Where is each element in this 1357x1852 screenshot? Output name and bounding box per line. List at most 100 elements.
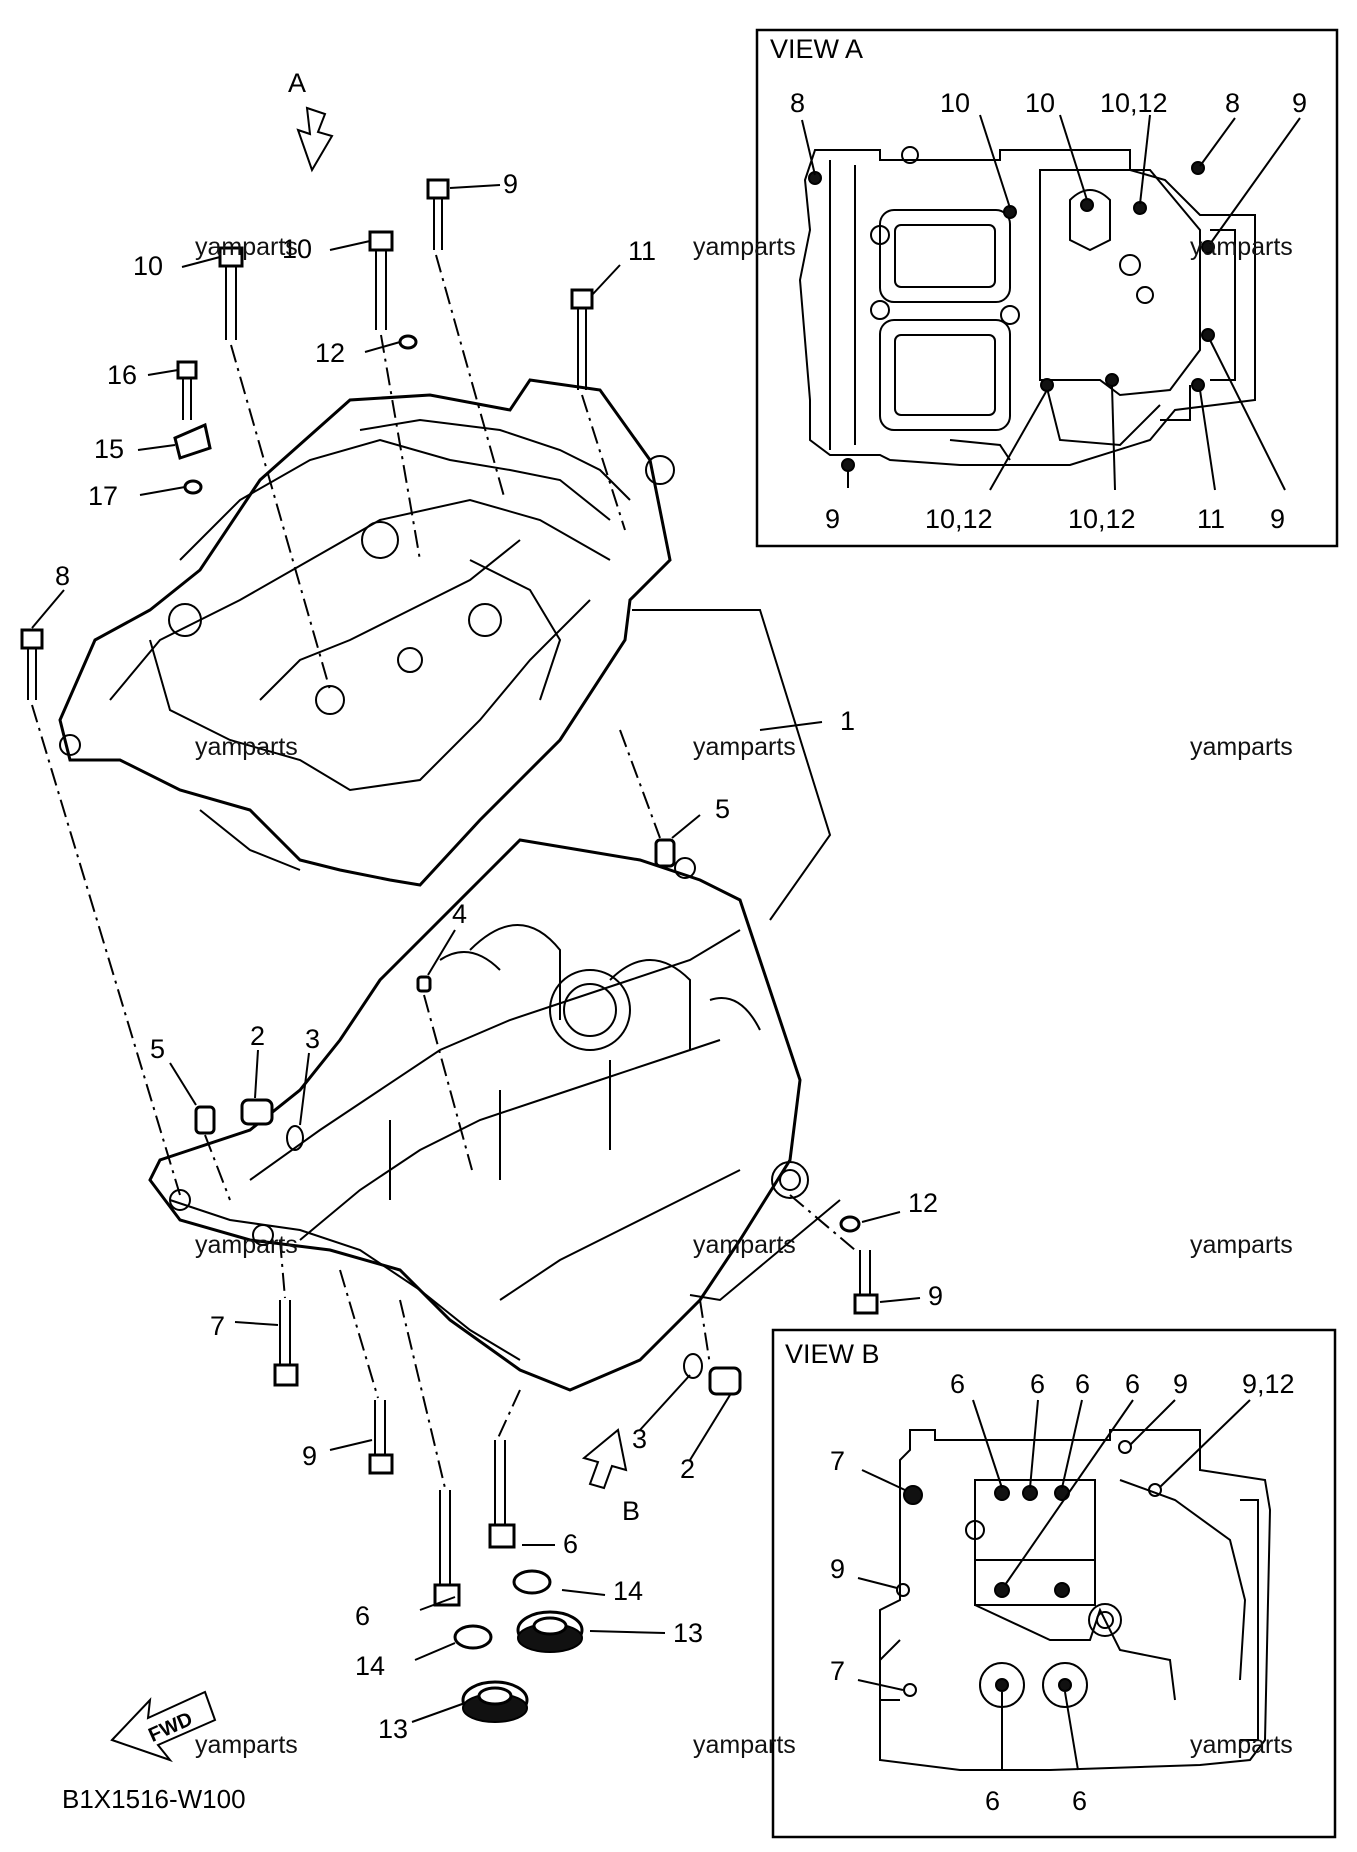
view-a-panel: VIEW A	[755, 28, 1339, 548]
view-b-label: 6	[1030, 1369, 1045, 1399]
seal-13-left	[461, 1680, 529, 1723]
svg-text:yamparts: yamparts	[195, 1231, 298, 1259]
bolt-11	[570, 288, 594, 390]
label-8: 8	[55, 561, 70, 591]
fwd-label: FWD	[145, 1708, 196, 1747]
svg-text:B: B	[622, 1496, 640, 1526]
washer-14-left	[453, 1624, 493, 1650]
view-b-label: 6	[985, 1786, 1000, 1816]
view-a-label: 11	[1197, 504, 1225, 534]
view-a-label: 9	[1270, 504, 1285, 534]
label-4: 4	[452, 899, 467, 929]
label-7: 7	[210, 1311, 225, 1341]
label-17: 17	[88, 481, 118, 511]
bolt-7	[273, 1300, 299, 1387]
washer-12-right	[839, 1215, 861, 1233]
view-b-crankcase	[879, 1429, 1272, 1771]
part-labels: 9 10 10 11 12 16 15 17 8 1 5 4 2 3 5 12 …	[55, 169, 943, 1744]
view-b-label: 9,12	[1242, 1369, 1295, 1399]
bolt-6-left	[433, 1490, 461, 1607]
label-3: 3	[305, 1024, 320, 1054]
view-b-bolt-points	[896, 1440, 1162, 1697]
assembly-lines	[31, 254, 856, 1489]
view-b-label: 6	[1125, 1369, 1140, 1399]
view-a-label: 8	[790, 88, 805, 118]
svg-text:yamparts: yamparts	[693, 733, 796, 761]
bearing-2-left	[240, 1098, 274, 1126]
bolt-9-lower	[368, 1400, 394, 1475]
view-b-label: 9	[830, 1554, 845, 1584]
label-12: 12	[315, 338, 345, 368]
view-a-label: 9	[1292, 88, 1307, 118]
clip-3-right	[683, 1353, 703, 1379]
dowel-4	[416, 975, 432, 993]
watermarks: yamparts yamparts yamparts yamparts yamp…	[195, 233, 1293, 1759]
label-2: 2	[250, 1021, 265, 1051]
part-9-right-bracket	[689, 1199, 841, 1302]
label-13: 13	[673, 1618, 703, 1648]
svg-text:yamparts: yamparts	[1190, 1231, 1293, 1259]
small-parts	[20, 178, 879, 1723]
bolt-16	[176, 360, 198, 420]
label-11: 11	[628, 236, 656, 266]
label-13: 13	[378, 1714, 408, 1744]
dowel-5-left	[194, 1105, 216, 1135]
label-3: 3	[632, 1424, 647, 1454]
svg-text:yamparts: yamparts	[693, 1231, 796, 1259]
svg-text:yamparts: yamparts	[1190, 1731, 1293, 1759]
label-10: 10	[282, 234, 312, 264]
label-6: 6	[355, 1601, 370, 1631]
label-5: 5	[150, 1034, 165, 1064]
view-a-title: VIEW A	[770, 34, 863, 64]
label-1: 1	[840, 706, 855, 736]
view-a-label: 10	[940, 88, 970, 118]
view-b-label: 7	[830, 1656, 845, 1686]
view-b-title: VIEW B	[785, 1339, 880, 1369]
svg-text:yamparts: yamparts	[195, 233, 298, 261]
label-6: 6	[563, 1529, 578, 1559]
label-9: 9	[928, 1281, 943, 1311]
upper-crankcase	[58, 378, 675, 887]
washer-17	[183, 479, 203, 495]
view-b-label: 6	[1075, 1369, 1090, 1399]
bolt-10-right	[368, 230, 394, 330]
view-b-leaders	[857, 1399, 1251, 1771]
view-a-label: 10	[1025, 88, 1055, 118]
view-b-label: 7	[830, 1446, 845, 1476]
svg-text:yamparts: yamparts	[1190, 733, 1293, 761]
seal-13-right	[516, 1610, 584, 1653]
svg-text:yamparts: yamparts	[195, 733, 298, 761]
part-1-bracket	[632, 609, 832, 921]
svg-text:yamparts: yamparts	[693, 233, 796, 261]
diagram-code: B1X1516-W100	[62, 1784, 246, 1814]
view-a-arrow: A	[288, 68, 334, 173]
label-14: 14	[355, 1651, 385, 1681]
bearing-2-right	[708, 1366, 742, 1396]
bolt-9-top	[426, 178, 450, 250]
dowel-5-top	[654, 838, 676, 868]
view-b-label: 6	[1072, 1786, 1087, 1816]
label-14: 14	[613, 1576, 643, 1606]
label-10: 10	[133, 251, 163, 281]
label-12: 12	[908, 1188, 938, 1218]
bolt-6-right	[488, 1440, 516, 1549]
svg-text:yamparts: yamparts	[693, 1731, 796, 1759]
clip-3-left	[286, 1125, 304, 1151]
svg-text:yamparts: yamparts	[1190, 233, 1293, 261]
view-b-label: 6	[950, 1369, 965, 1399]
svg-text:A: A	[288, 68, 306, 98]
bolt-9-right	[853, 1250, 879, 1315]
bracket-15	[173, 422, 212, 460]
callout-leaders	[31, 184, 921, 1723]
label-16: 16	[107, 360, 137, 390]
view-b-arrow: B	[581, 1428, 640, 1526]
view-b-panel: VIEW B	[771, 1328, 1337, 1839]
view-a-bolt-points	[808, 161, 1215, 472]
svg-text:yamparts: yamparts	[195, 1731, 298, 1759]
view-a-leaders	[801, 114, 1301, 491]
label-9: 9	[302, 1441, 317, 1471]
label-2: 2	[680, 1454, 695, 1484]
washer-12-top	[398, 334, 418, 350]
label-9: 9	[503, 169, 518, 199]
